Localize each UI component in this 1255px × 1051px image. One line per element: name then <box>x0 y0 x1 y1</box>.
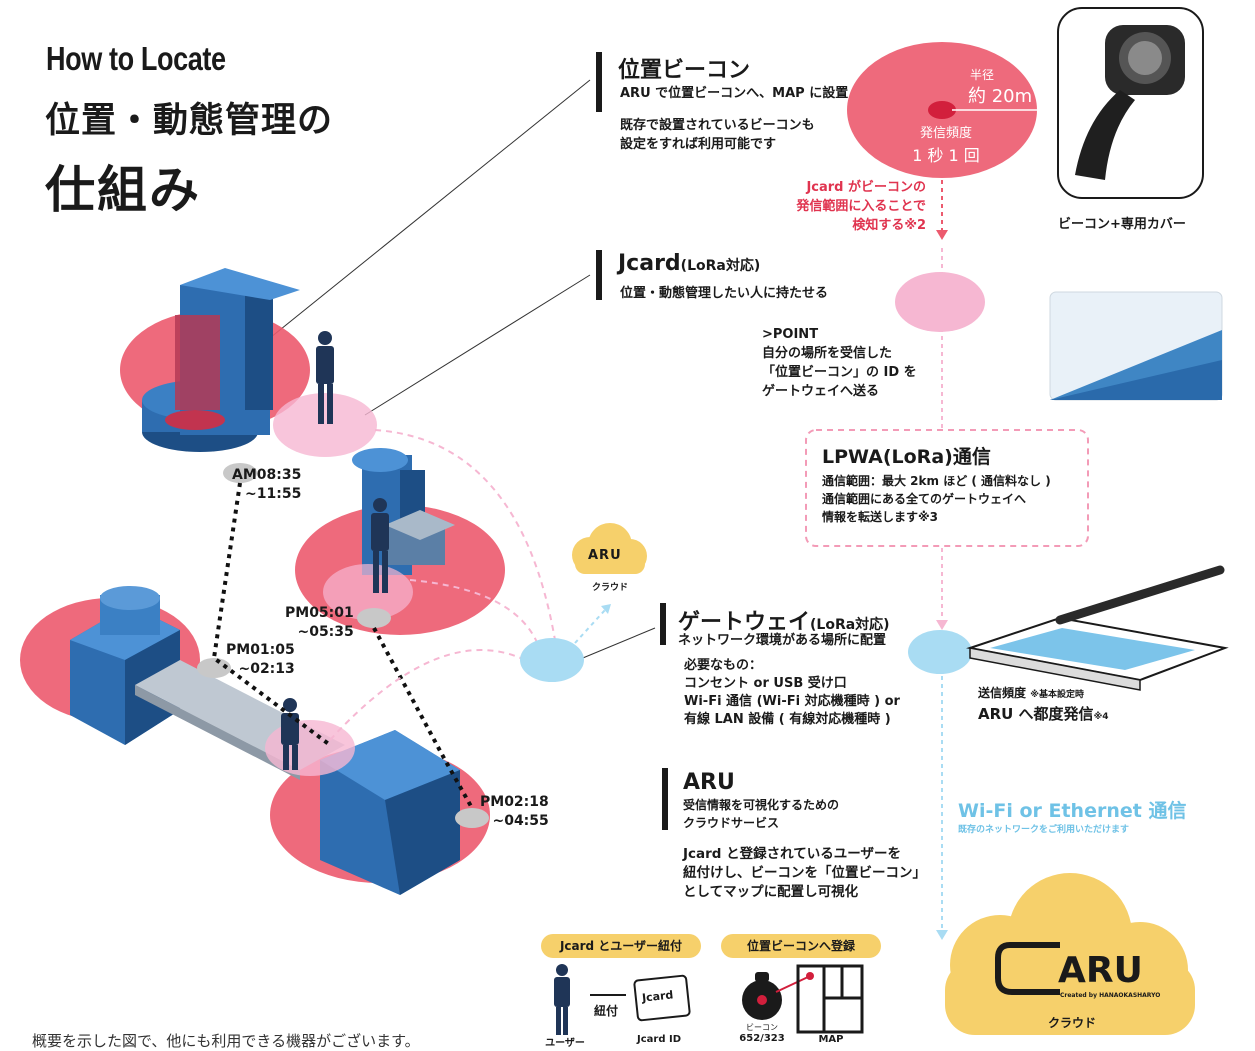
detect-note: Jcard がビーコンの 発信範囲に入ることで 検知する※2 <box>796 180 926 233</box>
send-freq-line: 送信頻度 ※基本設定時 <box>978 684 1084 701</box>
bottom-user-icon <box>554 964 570 1035</box>
jcard-title-suffix: (LoRa対応) <box>680 258 761 274</box>
page-title-line1: 位置・動態管理の <box>45 101 334 141</box>
send-freq-value: ARU へ都度発信 <box>978 705 1094 723</box>
lora-arc-3 <box>329 649 526 741</box>
leader-line-gateway <box>577 627 656 661</box>
cloud-big-created-by: Created by HANAOKASHARYO <box>1060 992 1161 999</box>
user-caption: ユーザー <box>545 1038 585 1049</box>
freq-value: 1 秒 1 回 <box>912 146 980 165</box>
time-label-4: PM02:18 ~04:55 <box>480 794 549 829</box>
pill-beacon-register: 位置ビーコンへ登録 <box>721 934 881 958</box>
section-bar-gateway <box>660 603 666 645</box>
time-label-3: PM01:05 ~02:13 <box>226 642 295 677</box>
section-bar-beacon <box>596 52 602 112</box>
beacon-dot-3 <box>197 658 231 678</box>
aru-desc1: 受信情報を可視化するための クラウドサービス <box>683 798 840 830</box>
send-freq-note: ※基本設定時 <box>1030 690 1084 700</box>
machine-conveyor <box>70 586 460 895</box>
radius-value: 約 20m <box>968 86 1033 107</box>
bottom-map-icon <box>796 964 864 1034</box>
jcard-desc: 位置・動態管理したい人に持たせる <box>620 286 829 301</box>
beacon-desc1: ARU で位置ビーコンへ、MAP に設置 <box>620 86 849 101</box>
cloud-big-logo-mark <box>995 942 1060 995</box>
gateway-circle-right <box>908 630 972 674</box>
page-title-line2: 仕組み <box>45 161 201 219</box>
jcard-zone-2 <box>323 564 413 620</box>
lpwa-box <box>805 429 1089 547</box>
aru-title: ARU <box>683 770 735 795</box>
link-label: 紐付 <box>594 1004 619 1018</box>
gateway-device-image <box>966 565 1229 691</box>
jcard-zone-1 <box>273 393 377 457</box>
cloud-big-label: クラウド <box>1047 1016 1096 1030</box>
gateway-title-suffix: (LoRa対応) <box>810 617 890 633</box>
leader-line-jcard <box>364 274 591 416</box>
time-label-2: PM05:01 ~05:35 <box>285 605 354 640</box>
gateway-title-main: ゲートウェイ <box>678 610 811 635</box>
jcard-title-main: Jcard <box>618 251 681 276</box>
lora-arc-1 <box>374 429 556 641</box>
worker-figures <box>281 331 389 770</box>
beacon-center-dot <box>928 101 956 119</box>
send-freq-label: 送信頻度 <box>978 686 1027 700</box>
beacon-small-label: ビーコン <box>746 1023 778 1032</box>
beacon-desc2: 既存で設置されているビーコンも 設定をすれば利用可能です <box>620 118 815 152</box>
lpwa-title: LPWA(LoRa)通信 <box>822 446 991 468</box>
freq-label: 発信頻度 <box>919 126 972 141</box>
section-bar-aru <box>662 768 668 830</box>
network-title: Wi-Fi or Ethernet 通信 <box>958 800 1187 822</box>
jcard-range-circle <box>895 272 985 332</box>
jcard-title: Jcard(LoRa対応) <box>618 251 760 276</box>
send-freq-value-line: ARU へ都度発信※4 <box>978 703 1109 724</box>
gateway-needs: 必要なもの： コンセント or USB 受け口 Wi-Fi 通信 (Wi-Fi … <box>684 658 900 727</box>
aru-desc2: Jcard と登録されているユーザーを 紐付けし、ビーコンを「位置ビーコン」 と… <box>683 846 926 900</box>
leader-line-beacon <box>254 79 591 351</box>
gateway-title: ゲートウェイ(LoRa対応) <box>678 604 890 636</box>
beacon-id: 652/323 <box>739 1033 785 1044</box>
jcard-point: >POINT 自分の場所を受信した 「位置ビーコン」の ID を ゲートウェイへ… <box>762 327 917 399</box>
bottom-jcard-icon <box>633 974 691 1022</box>
network-note: 既存のネットワークをご利用いただけます <box>958 825 1130 835</box>
beacon-dot-4 <box>455 808 489 828</box>
map-caption: MAP <box>818 1034 844 1045</box>
radius-label: 半径 <box>969 68 994 82</box>
lora-arc-2 <box>409 579 541 651</box>
movement-path-1 <box>211 482 332 747</box>
beacon-photo-caption: ビーコン+専用カバー <box>1058 217 1186 232</box>
section-bar-jcard <box>596 250 602 300</box>
beacon-dot-1 <box>223 463 257 483</box>
gateway-desc: ネットワーク環境がある場所に配置 <box>678 633 887 648</box>
pill-jcard-link: Jcard とユーザー紐付 <box>541 934 701 958</box>
beacon-dot-2 <box>357 608 391 628</box>
card-caption: Jcard ID <box>637 1034 681 1045</box>
bottom-beacon-icon <box>742 972 782 1020</box>
beacon-title: 位置ビーコン <box>618 58 751 83</box>
gateway-circle-left <box>520 638 584 682</box>
cloud-big-logo: ARU <box>1058 950 1143 991</box>
machine-press <box>142 268 300 452</box>
beacon-photo-icon <box>1075 25 1185 180</box>
send-freq-mark: ※4 <box>1093 712 1109 722</box>
footnote: 概要を示した図で、他にも利用できる機器がございます。 <box>32 1032 420 1050</box>
cloud-small-label: クラウド <box>591 583 628 593</box>
cloud-small-shape <box>572 523 647 574</box>
jcard-card-image <box>1049 291 1223 401</box>
cloud-small-logo: ARU <box>588 548 622 563</box>
time-label-1: AM08:35 ~11:55 <box>232 467 302 502</box>
subtitle-en: How to Locate <box>46 40 226 77</box>
lpwa-desc: 通信範囲：最大 2km ほど ( 通信料なし ) 通信範囲にある全てのゲートウェ… <box>822 474 1051 524</box>
